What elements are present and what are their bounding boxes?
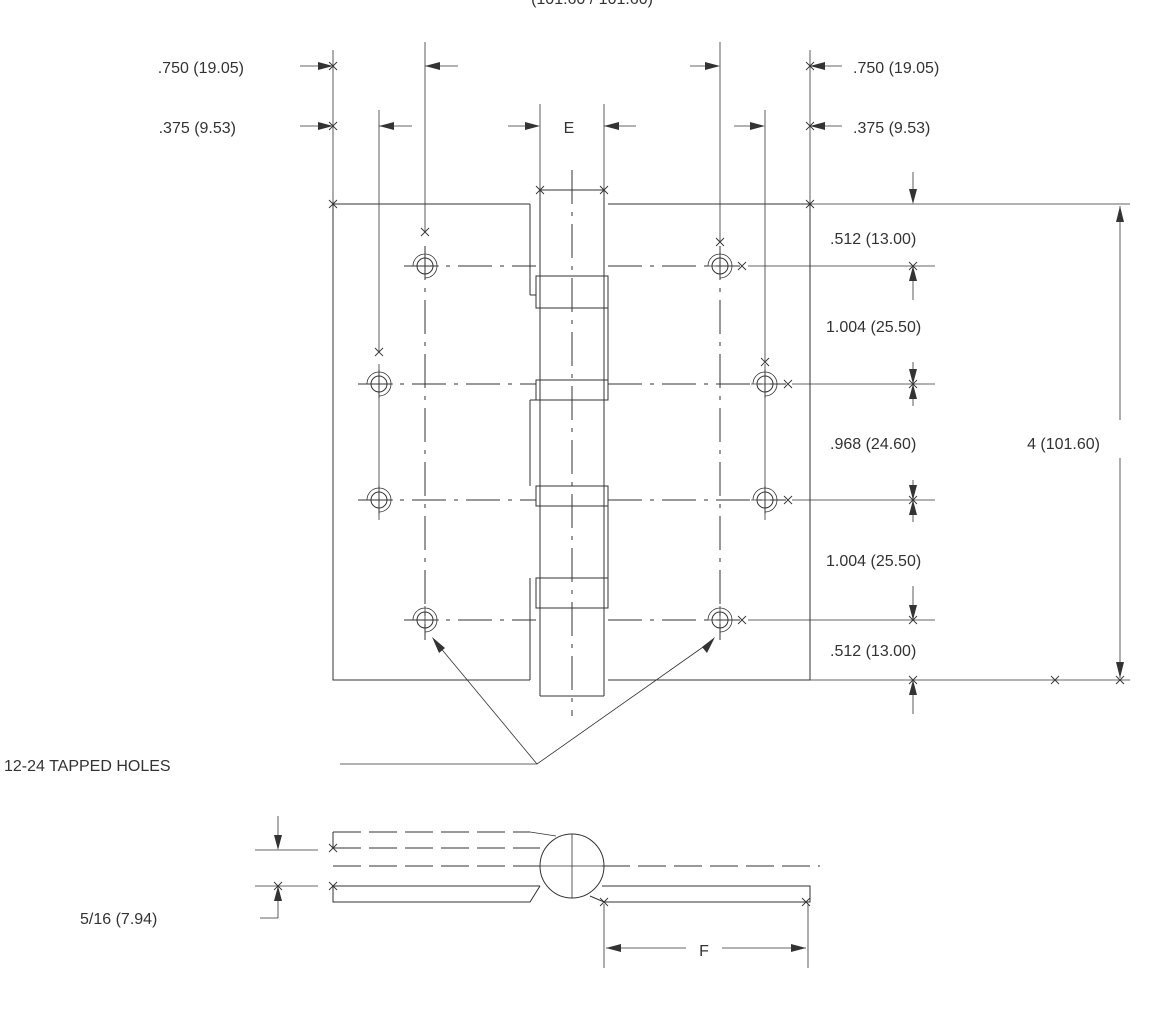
- dimension-375-right-text: .375 (9.53): [853, 120, 930, 137]
- dimension-375-left-text: .375 (9.53): [159, 120, 236, 137]
- tapped-hole: [411, 606, 439, 634]
- tapped-hole: [365, 486, 393, 514]
- dimension-E: E: [508, 120, 636, 137]
- thickness-label: 5/16 (7.94): [80, 911, 157, 928]
- top-dimension-label: (101.60 / 101.60): [531, 0, 653, 8]
- dimension-750-right-text: .750 (19.05): [853, 60, 939, 77]
- dimension-1004-top-text: 1.004 (25.50): [826, 319, 921, 336]
- tapped-hole: [411, 252, 439, 280]
- dimension-1004-bottom-text: 1.004 (25.50): [826, 553, 921, 570]
- extension-lines: [328, 42, 815, 367]
- tapped-holes: [365, 252, 793, 634]
- dimension-750-right: .750 (19.05): [690, 60, 939, 77]
- dimension-overall-height: 4 (101.60): [1027, 206, 1125, 685]
- tapped-hole: [706, 606, 734, 634]
- dimension-F-text: F: [699, 943, 709, 960]
- dimension-375-right: .375 (9.53): [734, 120, 930, 137]
- dimension-750-left: .750 (19.05): [158, 60, 458, 77]
- dimension-E-text: E: [564, 120, 575, 137]
- dimension-512-top-text: .512 (13.00): [830, 231, 916, 248]
- dimension-968-text: .968 (24.60): [830, 436, 916, 453]
- dimension-750-left-text: .750 (19.05): [158, 60, 244, 77]
- hinge-front-view: [332, 170, 811, 716]
- right-vertical-dimensions: .512 (13.00) 1.004 (25.50) .968 (24.60) …: [748, 172, 1130, 714]
- dimension-overall-text: 4 (101.60): [1027, 436, 1100, 453]
- hinge-side-view: 5/16 (7.94) F: [80, 816, 820, 968]
- tapped-hole: [751, 486, 779, 514]
- dimension-375-left: .375 (9.53): [159, 120, 412, 137]
- tapped-hole: [751, 370, 779, 398]
- dimension-512-bottom-text: .512 (13.00): [830, 643, 916, 660]
- tapped-holes-label: 12-24 TAPPED HOLES: [4, 758, 171, 775]
- tapped-hole: [365, 370, 393, 398]
- tapped-holes-leader: 12-24 TAPPED HOLES: [4, 637, 715, 775]
- tapped-hole: [706, 252, 734, 280]
